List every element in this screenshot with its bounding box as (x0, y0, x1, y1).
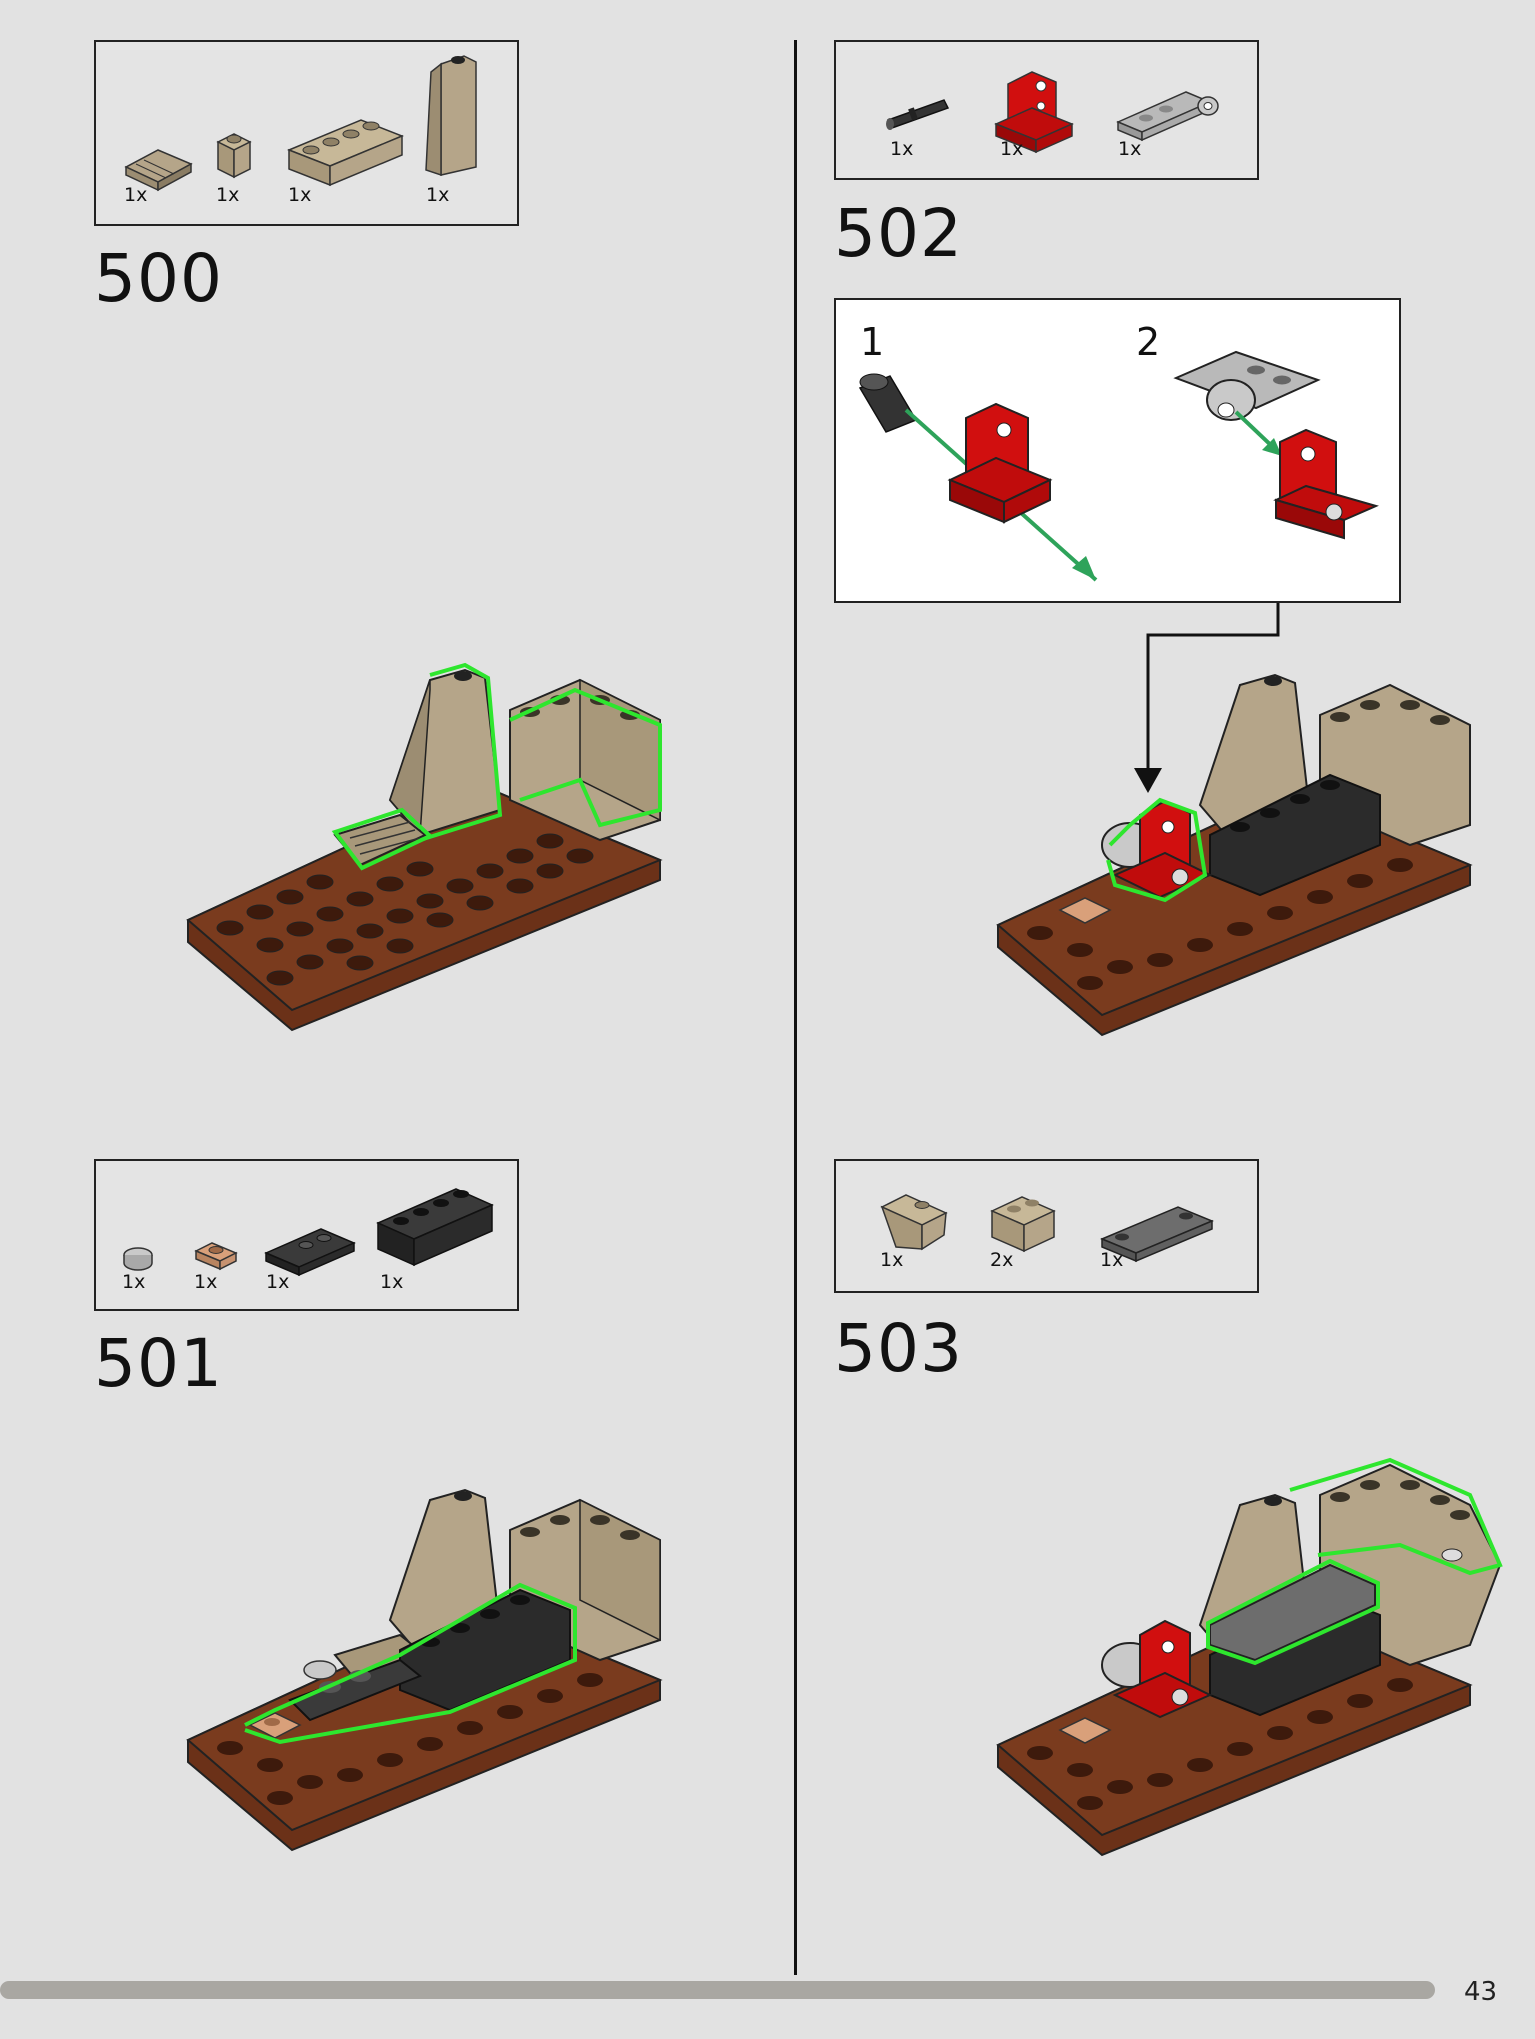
tan-inverted-slope-icon (880, 1194, 948, 1251)
model-step-501 (186, 1488, 663, 1852)
technic-pin-icon (858, 373, 918, 433)
gray-plate-icon (1173, 350, 1321, 421)
model-step-500 (186, 662, 663, 1032)
part-qty: 1x (890, 138, 914, 160)
part-qty: 1x (1000, 138, 1024, 160)
parts-callout-500: 1x 1x 1x 1x (94, 40, 519, 226)
dark-gray-1x4-tile-icon (1100, 1206, 1214, 1263)
parts-501-icons (123, 1188, 494, 1277)
substep-number-2: 2 (1136, 320, 1161, 364)
red-technic-bracket-icon (994, 71, 1074, 154)
black-1x4-brick-icon (376, 1188, 494, 1267)
gray-plate-with-pin-hole-icon (1116, 91, 1219, 142)
part-qty: 1x (216, 184, 240, 206)
parts-500-icons (124, 55, 477, 192)
part-qty: 1x (1100, 1249, 1124, 1271)
part-qty: 1x (194, 1271, 218, 1293)
part-qty: 1x (880, 1249, 904, 1271)
footer-progress-bar (0, 1981, 1435, 1999)
parts-callout-501: 1x 1x 1x 1x (94, 1159, 519, 1311)
step-number-501: 501 (94, 1325, 223, 1402)
model-step-503 (996, 1457, 1503, 1857)
black-technic-pin-icon (886, 99, 950, 130)
part-qty: 1x (426, 184, 450, 206)
tan-1x2-brick-icon (990, 1196, 1056, 1253)
part-qty: 1x (1118, 138, 1142, 160)
part-qty: 1x (266, 1271, 290, 1293)
substep-number-1: 1 (860, 320, 885, 364)
tan-tall-slope-icon (425, 55, 477, 177)
parts-callout-502: 1x 1x 1x (834, 40, 1259, 180)
parts-503-icons (880, 1194, 1214, 1263)
nougat-1x1-plate-icon (194, 1242, 238, 1271)
part-qty: 1x (124, 184, 148, 206)
tan-grille-slope-icon (124, 149, 193, 192)
tan-1x4-brick-icon (286, 119, 405, 187)
tan-1x1-brick-icon (216, 133, 252, 179)
parts-callout-503: 1x 2x 1x (834, 1159, 1259, 1293)
part-qty: 1x (380, 1271, 404, 1293)
column-divider (794, 40, 797, 1975)
part-qty: 1x (288, 184, 312, 206)
parts-502-icons (886, 71, 1219, 154)
part-qty: 2x (990, 1249, 1014, 1271)
red-technic-bracket-icon (947, 402, 1053, 524)
model-step-502 (996, 673, 1473, 1037)
step-number-500: 500 (94, 240, 223, 317)
page-number: 43 (1464, 1977, 1498, 2007)
step-number-502: 502 (834, 195, 963, 272)
part-qty: 1x (122, 1271, 146, 1293)
red-technic-bracket-icon (1273, 428, 1379, 540)
light-gray-round-tile-icon (123, 1247, 153, 1271)
subassembly-callout-502: 1 2 (834, 298, 1401, 603)
callout-pointer-arrow (1134, 603, 1280, 793)
subassembly-illustrations (858, 350, 1379, 582)
step-number-503: 503 (834, 1310, 963, 1387)
black-jumper-plate-icon (264, 1228, 356, 1277)
